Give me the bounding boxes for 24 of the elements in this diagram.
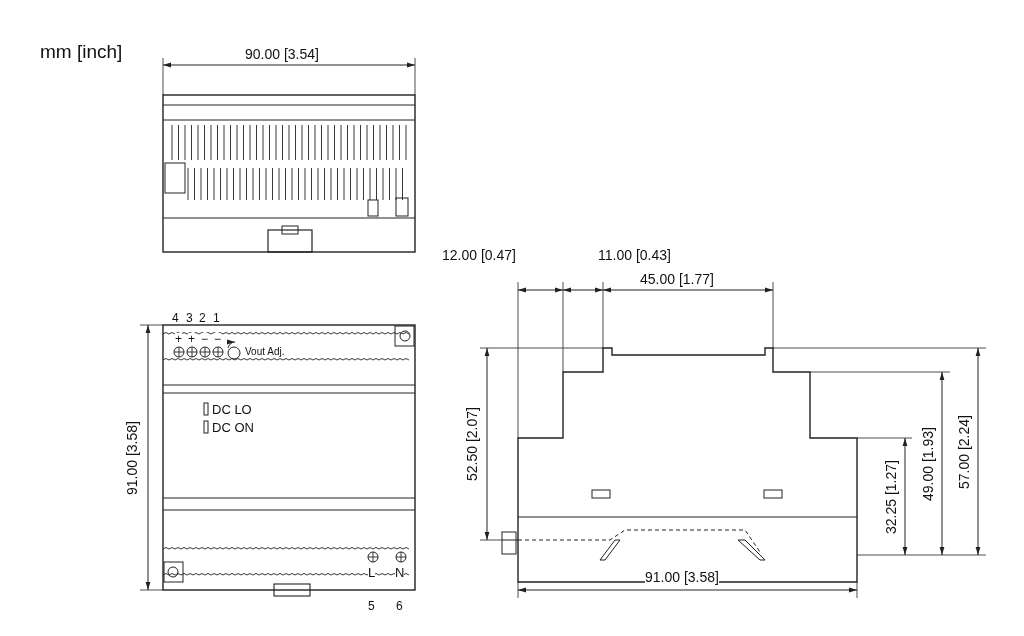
indicator-label: DC ON (212, 421, 254, 434)
indicator-label: DC LO (212, 403, 252, 416)
adjust-label: Vout Adj. (245, 347, 285, 357)
terminal-number: 6 (396, 600, 403, 612)
terminal-number: 5 (368, 600, 375, 612)
terminal-number: 1 (213, 312, 220, 324)
terminal-number: 3 (186, 312, 193, 324)
polarity-sign: + (175, 333, 182, 345)
terminal-number: 2 (199, 312, 206, 324)
dimension-label: 12.00 [0.47] (442, 248, 516, 262)
dimension-label: 91.00 [3.58] (125, 421, 139, 495)
dimension-label: 52.50 [2.07] (465, 407, 479, 481)
unit-note: mm [inch] (40, 42, 123, 61)
polarity-sign: + (188, 333, 195, 345)
dimension-label: 11.00 [0.43] (598, 248, 671, 262)
dimension-label: 57.00 [2.24] (957, 415, 971, 489)
terminal-label: N (395, 566, 405, 579)
dimension-label: 91.00 [3.58] (645, 570, 719, 584)
dimension-label: 90.00 [3.54] (245, 47, 319, 61)
dimension-label: 49.00 [1.93] (921, 427, 935, 501)
terminal-number: 4 (172, 312, 179, 324)
dimension-label: 45.00 [1.77] (640, 272, 714, 286)
terminal-label: L (368, 566, 376, 579)
dimension-label: 32.25 [1.27] (884, 460, 898, 534)
